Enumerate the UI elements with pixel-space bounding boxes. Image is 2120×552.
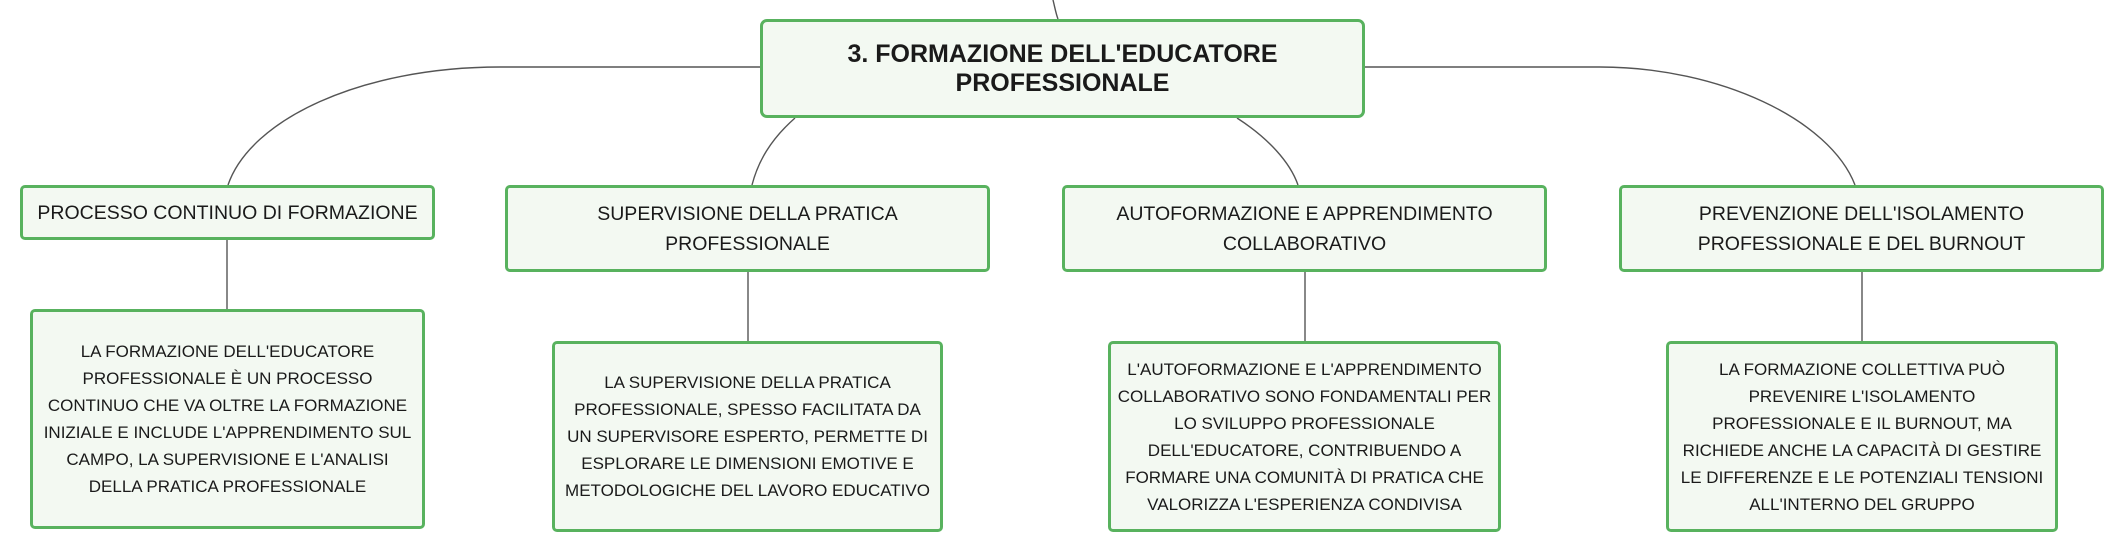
detail-node-text: L'AUTOFORMAZIONE E L'APPRENDIMENTO COLLA… bbox=[1117, 359, 1492, 514]
detail-node-processo-continuo[interactable]: LA FORMAZIONE DELL'EDUCATORE PROFESSIONA… bbox=[30, 309, 425, 529]
detail-node-text: LA FORMAZIONE DELL'EDUCATORE PROFESSIONA… bbox=[43, 342, 412, 496]
connector-root-topic-2 bbox=[751, 117, 796, 186]
root-node-label: 3. FORMAZIONE DELL'EDUCATORE PROFESSIONA… bbox=[847, 39, 1278, 97]
connector-root-topic-4 bbox=[1365, 66, 1856, 186]
topic-node-prevenzione-burnout[interactable]: PREVENZIONE DELL'ISOLAMENTO PROFESSIONAL… bbox=[1619, 185, 2104, 272]
connector-parent-root bbox=[1052, 0, 1059, 20]
root-node[interactable]: 3. FORMAZIONE DELL'EDUCATORE PROFESSIONA… bbox=[760, 19, 1365, 118]
detail-node-text: LA SUPERVISIONE DELLA PRATICA PROFESSION… bbox=[565, 373, 930, 500]
topic-node-autoformazione[interactable]: AUTOFORMAZIONE E APPRENDIMENTO COLLABORA… bbox=[1062, 185, 1547, 272]
topic-node-label: SUPERVISIONE DELLA PRATICA PROFESSIONALE bbox=[597, 202, 898, 255]
topic-node-label: AUTOFORMAZIONE E APPRENDIMENTO COLLABORA… bbox=[1116, 202, 1493, 255]
topic-node-processo-continuo[interactable]: PROCESSO CONTINUO DI FORMAZIONE bbox=[20, 185, 435, 240]
topic-node-supervisione[interactable]: SUPERVISIONE DELLA PRATICA PROFESSIONALE bbox=[505, 185, 990, 272]
detail-node-supervisione[interactable]: LA SUPERVISIONE DELLA PRATICA PROFESSION… bbox=[552, 341, 943, 532]
connector-root-topic-1 bbox=[227, 66, 760, 186]
connector-root-topic-3 bbox=[1236, 117, 1299, 186]
detail-node-prevenzione-burnout[interactable]: LA FORMAZIONE COLLETTIVA PUÒ PREVENIRE L… bbox=[1666, 341, 2058, 532]
topic-node-label: PROCESSO CONTINUO DI FORMAZIONE bbox=[37, 201, 418, 224]
detail-node-autoformazione[interactable]: L'AUTOFORMAZIONE E L'APPRENDIMENTO COLLA… bbox=[1108, 341, 1501, 532]
detail-node-text: LA FORMAZIONE COLLETTIVA PUÒ PREVENIRE L… bbox=[1680, 359, 2044, 514]
topic-node-label: PREVENZIONE DELL'ISOLAMENTO PROFESSIONAL… bbox=[1697, 202, 2026, 255]
